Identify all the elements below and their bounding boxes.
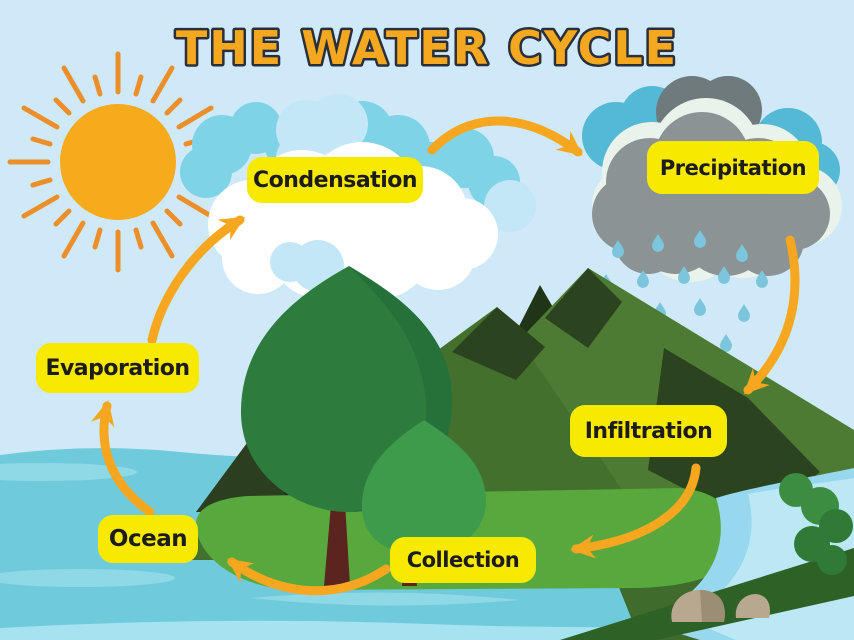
arrow-infiltration-to-collection — [570, 463, 701, 559]
arrow-collection-to-ocean — [227, 557, 391, 596]
title-banner: THE WATER CYCLE — [173, 19, 678, 78]
page-title: THE WATER CYCLE — [176, 21, 678, 75]
label-infiltration-text: Infiltration — [584, 418, 713, 444]
label-ocean: Ocean — [98, 515, 198, 563]
label-collection-text: Collection — [406, 548, 520, 572]
label-ocean-text: Ocean — [108, 526, 188, 552]
label-evaporation-text: Evaporation — [45, 355, 190, 381]
arrow-condensation-to-precipitation — [427, 116, 583, 157]
label-infiltration: Infiltration — [570, 405, 727, 457]
label-condensation-text: Condensation — [252, 167, 418, 193]
rocks-icon — [671, 590, 770, 622]
label-precipitation: Precipitation — [647, 141, 819, 194]
label-evaporation: Evaporation — [36, 343, 199, 393]
label-condensation: Condensation — [247, 157, 423, 203]
arrow-ocean-to-evaporation — [90, 400, 155, 517]
bushes-icon — [779, 473, 853, 575]
arrow-precipitation-to-infiltration — [743, 235, 800, 395]
label-collection: Collection — [390, 537, 536, 583]
label-precipitation-text: Precipitation — [659, 155, 807, 180]
sun-icon — [7, 51, 229, 273]
arrow-evaporation-to-condensation — [147, 215, 246, 345]
